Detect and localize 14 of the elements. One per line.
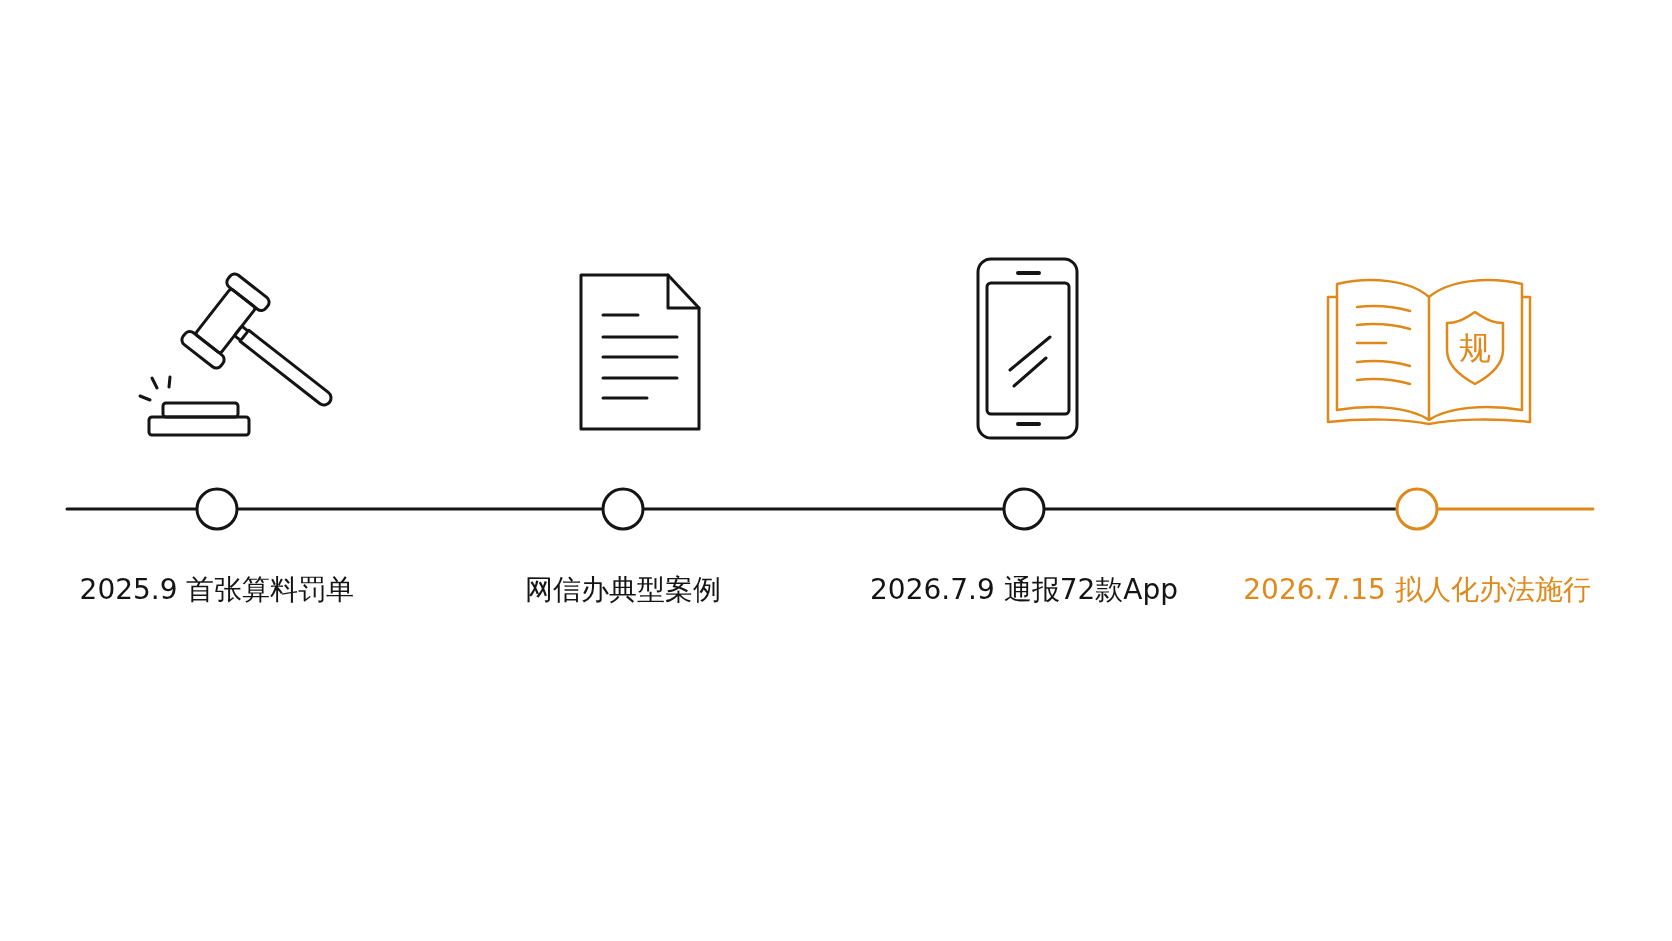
timeline-circle (1002, 487, 1046, 531)
timeline-circle (1395, 487, 1439, 531)
timeline-line (643, 507, 1004, 511)
event-label: 网信办典型案例 (525, 573, 721, 607)
timeline-circle (195, 487, 239, 531)
event-label: 2025.9 首张算料罚单 (79, 573, 355, 607)
timeline-circle (601, 487, 645, 531)
event-label: 2026.7.15 拟人化办法施行 (1243, 573, 1591, 607)
timeline-line (1437, 507, 1595, 511)
shield-character: 规 (1459, 332, 1491, 364)
timeline-line (237, 507, 603, 511)
event-label: 2026.7.9 通报72款App (870, 573, 1178, 607)
timeline-line (65, 507, 197, 511)
timeline-line (1044, 507, 1397, 511)
